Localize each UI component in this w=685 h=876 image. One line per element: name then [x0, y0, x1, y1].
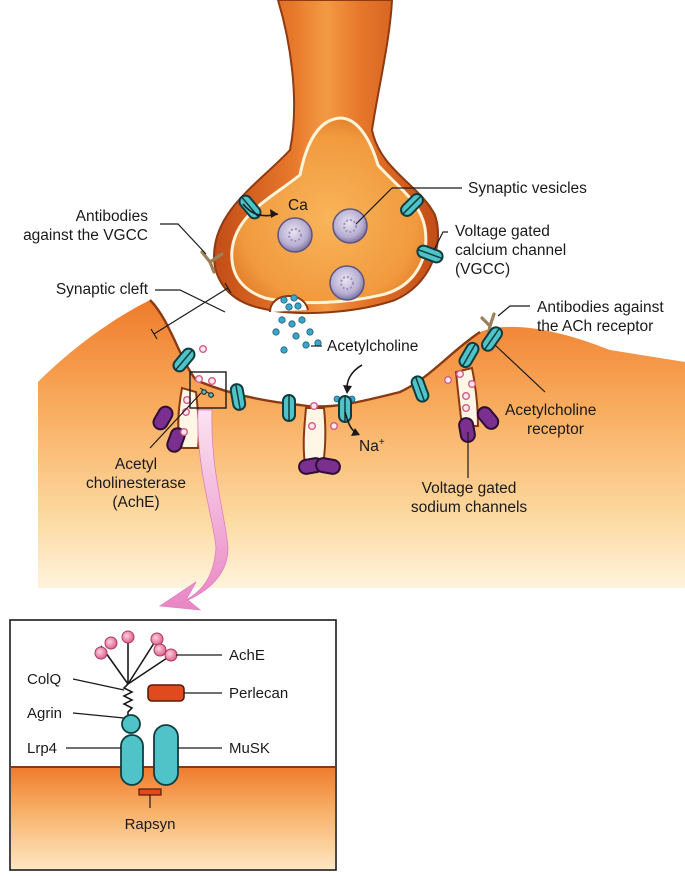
leader-inset-colq: [72, 678, 125, 691]
leader-synaptic-vesicles: [355, 187, 393, 225]
ache-mini-complex: [199, 387, 215, 398]
vgcc-channel-2: [400, 193, 424, 217]
vgsc-channel-5: [458, 417, 476, 443]
label-vgsc-2: sodium channels: [411, 499, 528, 516]
achr-channel-5: [410, 375, 430, 403]
vgsc-channel-1: [152, 405, 174, 431]
ach-binding-arrowhead: [343, 385, 352, 394]
leader-vgcc: [433, 231, 448, 251]
leader-ab-ach: [497, 305, 530, 317]
achr-channel-3: [282, 394, 296, 422]
label-na: Na+: [359, 437, 385, 455]
vesicle-1: [277, 217, 313, 253]
inset-lrp4: [120, 734, 144, 786]
label-ab-vgcc-2: against the VGCC: [23, 227, 148, 244]
vgsc-channel-4: [315, 457, 341, 475]
vesicle-2: [332, 208, 368, 244]
label-inset-ache: AchE: [229, 647, 265, 664]
label-acetylcholine: Acetylcholine: [327, 338, 418, 355]
label-inset-musk: MuSK: [229, 740, 270, 757]
label-inset-rapsyn: Rapsyn: [125, 816, 176, 833]
achr-channel-4: [338, 395, 352, 423]
magnification-box: [189, 371, 227, 409]
label-vgsc-1: Voltage gated: [422, 480, 517, 497]
label-ach-receptor-1: Acetylcholine: [505, 402, 596, 419]
inset-agrin: [121, 714, 141, 734]
leader-ache: [149, 392, 202, 449]
label-inset-lrp4: Lrp4: [27, 740, 57, 757]
inset-perlecan: [147, 684, 185, 702]
inset-musk: [153, 724, 179, 786]
label-ab-vgcc-1: Antibodies: [76, 208, 149, 225]
vgcc-channel-1: [238, 194, 262, 220]
label-inset-perlecan: Perlecan: [229, 685, 288, 702]
ache-molecules: [179, 345, 477, 437]
achr-channel-1: [172, 347, 196, 373]
antibody-vgcc-icon: [200, 250, 224, 274]
achr-channel-6: [458, 341, 480, 369]
vgsc-channel-6: [476, 406, 500, 430]
label-synaptic-vesicles: Synaptic vesicles: [468, 180, 587, 197]
label-ache-2: cholinesterase: [86, 475, 186, 492]
inset-ache-complex: [94, 630, 178, 685]
vgcc-channel-3: [416, 244, 444, 264]
vesicle-3: [329, 265, 365, 301]
label-inset-colq: ColQ: [27, 671, 61, 688]
vgsc-channel-2: [166, 427, 186, 453]
label-vgcc-1: Voltage gated: [455, 223, 550, 240]
leader-synaptic-cleft-tick1: [224, 282, 232, 294]
achr-channel-2: [229, 383, 247, 411]
zoom-arrow: [158, 409, 229, 611]
leader-synaptic-cleft-span: [153, 287, 229, 335]
label-ach-receptor-2: receptor: [527, 421, 584, 438]
sodium-arrowhead: [351, 428, 360, 436]
label-vgcc-2: calcium channel: [455, 242, 566, 259]
label-ache-3: (AchE): [112, 494, 159, 511]
label-inset-agrin: Agrin: [27, 705, 62, 722]
fusing-vesicle: [269, 294, 309, 313]
inset-colq-coil: [122, 683, 134, 718]
inset-muscle: [11, 767, 335, 869]
leader-ach-receptor: [494, 344, 546, 393]
acetylcholine-molecules: [272, 316, 356, 403]
leader-inset-agrin: [72, 712, 125, 719]
leader-synaptic-cleft: [155, 289, 226, 313]
label-ab-ach-2: the ACh receptor: [537, 318, 653, 335]
achr-channel-7: [480, 326, 504, 352]
label-synaptic-cleft: Synaptic cleft: [56, 281, 149, 298]
leader-ab-vgcc: [160, 223, 207, 255]
calcium-arrowhead: [270, 209, 278, 218]
label-ca: Ca: [288, 197, 308, 214]
label-ache-1: Acetyl: [115, 456, 157, 473]
label-ab-ach-1: Antibodies against: [537, 299, 664, 316]
label-vgcc-3: (VGCC): [455, 261, 510, 278]
inset-rapsyn: [138, 788, 162, 796]
leader-synaptic-cleft-tick2: [150, 328, 158, 340]
